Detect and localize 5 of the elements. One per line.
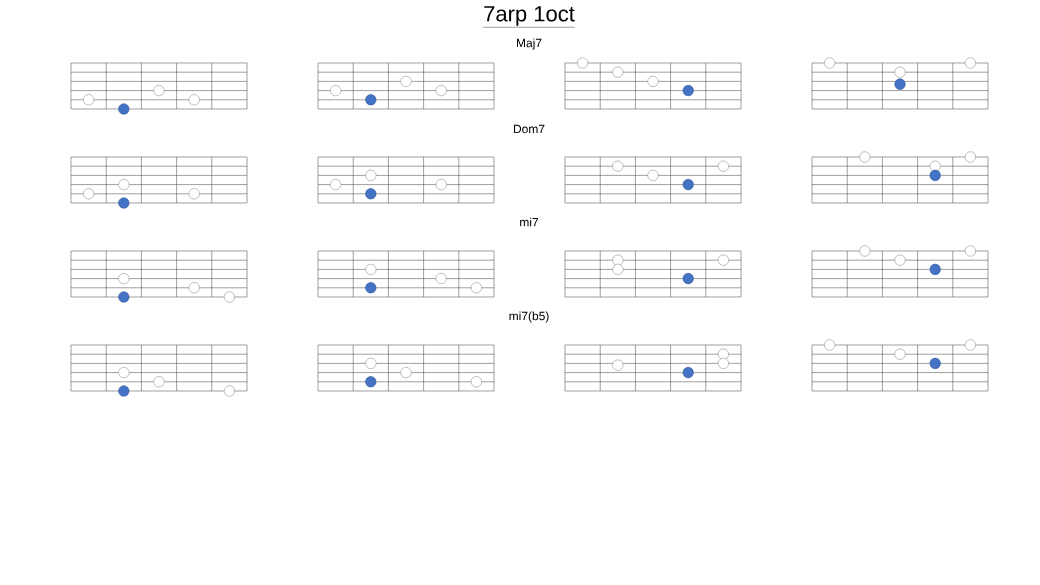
section-heading: Dom7	[514, 124, 545, 134]
section-heading: mi7(b5)	[509, 311, 549, 323]
title: 7arp 1oct	[482, 6, 576, 28]
section-heading: mi7	[520, 217, 539, 227]
section-heading: Maj7	[517, 38, 542, 50]
